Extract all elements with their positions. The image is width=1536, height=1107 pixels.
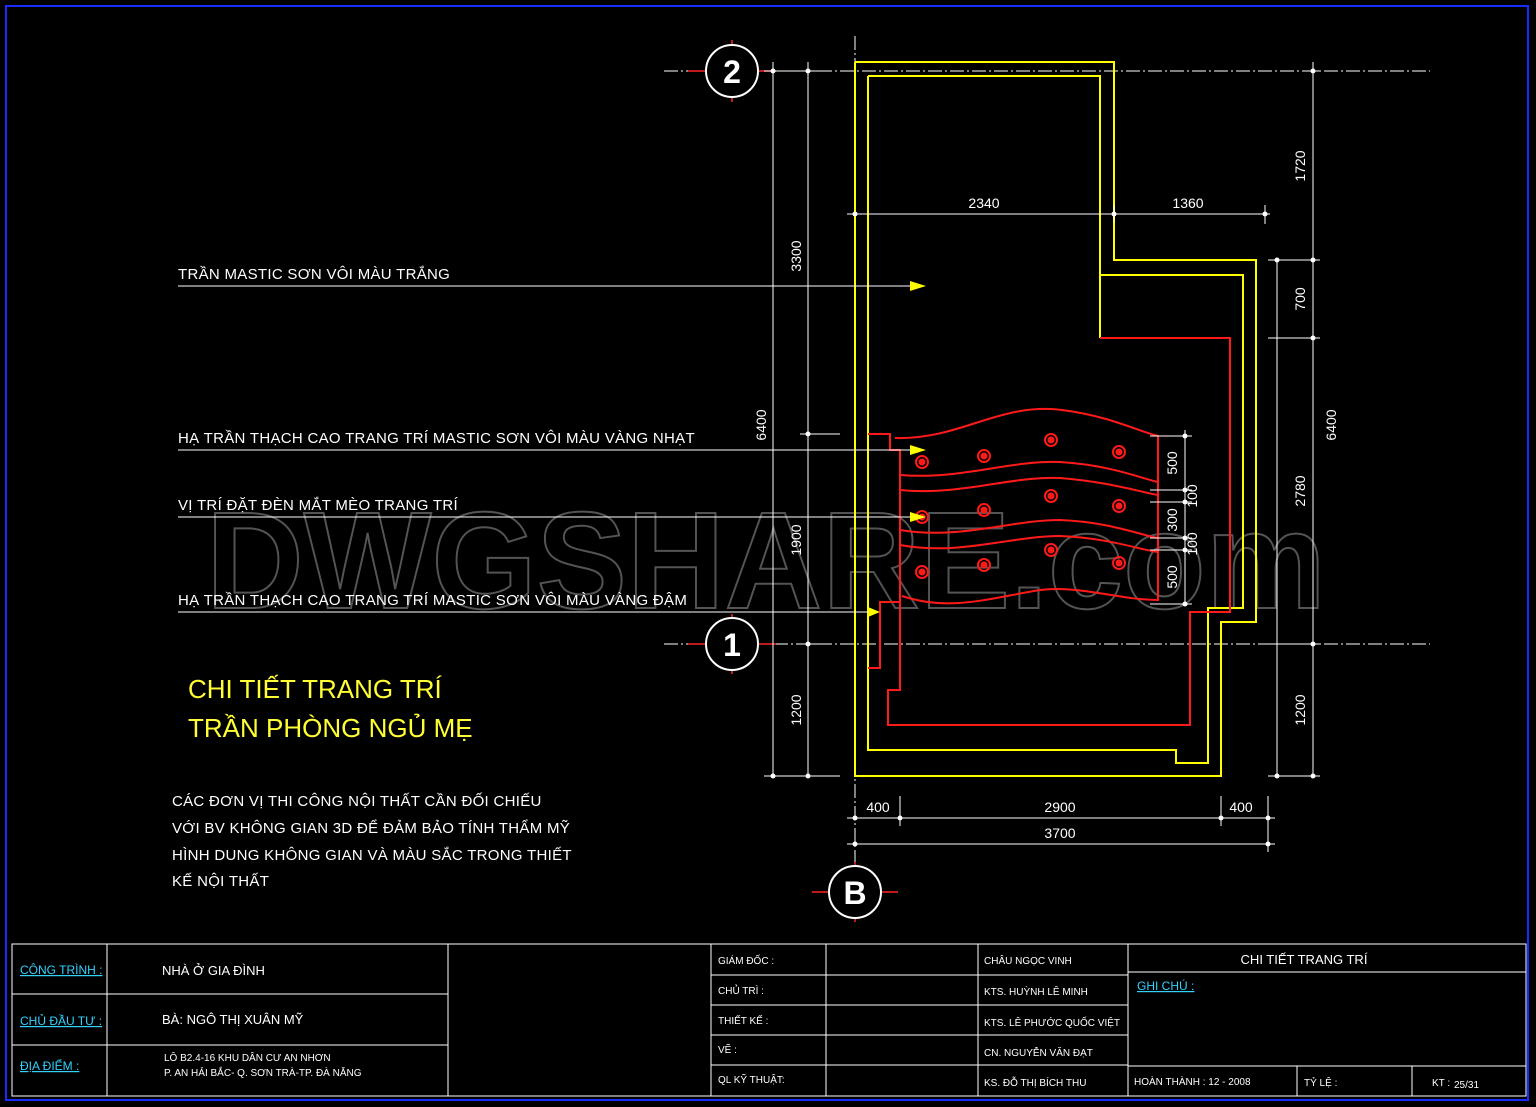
note-line3: HÌNH DUNG KHÔNG GIAN VÀ MÀU SẮC TRONG TH… — [172, 846, 572, 864]
dim-top-2340: 2340 — [968, 195, 999, 211]
dim-detail-100a: 100 — [1184, 484, 1200, 508]
dim-left-6400: 6400 — [753, 409, 769, 440]
axis-bubble-2: 2 — [705, 44, 759, 98]
remark-label: GHI CHÚ : — [1137, 978, 1194, 993]
annotation-leaders — [178, 285, 910, 613]
role-designer: THIẾT KẾ : — [718, 1014, 768, 1027]
room-walls — [854, 61, 1257, 777]
axis-bubble-b: B — [828, 865, 882, 919]
sheet-frame — [5, 5, 1529, 1101]
svg-text:1: 1 — [723, 627, 741, 663]
name-tech-manager: KS. ĐỖ THỊ BÍCH THU — [984, 1076, 1086, 1089]
dim-detail-500b: 500 — [1164, 565, 1180, 589]
sheet-no: 25/31 — [1454, 1080, 1479, 1091]
owner-value: BÀ: NGÔ THỊ XUÂN MỸ — [162, 1012, 304, 1027]
role-tech-manager: QL KỸ THUẬT: — [718, 1073, 785, 1086]
sheet-no-label: KT : — [1432, 1078, 1450, 1089]
name-drafter: CN. NGUYỄN VĂN ĐẠT — [984, 1046, 1093, 1059]
role-drafter: VẼ : — [718, 1043, 737, 1056]
axis-bubble-1: 1 — [705, 617, 759, 671]
dimension-ticks — [770, 68, 1316, 847]
dim-bottom-400a: 400 — [866, 799, 890, 815]
watermark: DWGSHARE.com — [206, 484, 1326, 638]
role-director: GIÁM ĐỐC : — [718, 953, 774, 967]
completion-date: HOÀN THÀNH : 12 - 2008 — [1134, 1075, 1251, 1088]
dim-detail-300: 300 — [1164, 508, 1180, 532]
project-label: CÔNG TRÌNH : — [20, 962, 102, 977]
dim-top-1360: 1360 — [1172, 195, 1203, 211]
dim-left-1200: 1200 — [788, 694, 804, 725]
location-label: ĐỊA ĐIỂM : — [20, 1058, 79, 1073]
downlights — [915, 433, 1126, 579]
dim-right-700: 700 — [1292, 287, 1308, 311]
name-designer: KTS. LÊ PHƯỚC QUỐC VIỆT — [984, 1015, 1120, 1029]
annotation-downlight-position: VỊ TRÍ ĐẶT ĐÈN MẮT MÈO TRANG TRÍ — [178, 496, 458, 514]
drawing-title-line1: CHI TIẾT TRANG TRÍ — [188, 674, 443, 704]
annotation-ceiling-light-yellow: HẠ TRẦN THẠCH CAO TRANG TRÍ MASTIC SƠN V… — [178, 430, 695, 447]
dim-bottom-400b: 400 — [1229, 799, 1253, 815]
annotation-arrows — [868, 281, 926, 617]
grid-axes — [664, 36, 1430, 870]
annotation-ceiling-white: TRẦN MASTIC SƠN VÔI MÀU TRẮNG — [178, 265, 450, 283]
dim-bottom-2900: 2900 — [1044, 799, 1075, 815]
owner-label: CHỦ ĐẦU TƯ : — [20, 1013, 102, 1028]
note-line1: CÁC ĐƠN VỊ THI CÔNG NỘI THẤT CẦN ĐỐI CHI… — [172, 792, 542, 810]
project-value: NHÀ Ở GIA ĐÌNH — [162, 963, 265, 978]
dim-left-3300: 3300 — [788, 240, 804, 271]
note-line4: KẾ NỘI THẤT — [172, 873, 269, 890]
dimension-lines — [764, 62, 1320, 852]
dim-bottom-3700: 3700 — [1044, 825, 1075, 841]
drawing-title-line2: TRẦN PHÒNG NGỦ MẸ — [188, 712, 473, 743]
dim-detail-100b: 100 — [1184, 532, 1200, 556]
dim-detail-500a: 500 — [1164, 451, 1180, 475]
name-director: CHÂU NGỌC VINH — [984, 954, 1072, 967]
scale-label: TỶ LỆ : — [1304, 1076, 1337, 1089]
location-line1: LÔ B2.4-16 KHU DÂN CƯ AN NHƠN — [164, 1051, 331, 1064]
location-line2: P. AN HẢI BẮC- Q. SƠN TRÀ-TP. ĐÀ NẴNG — [164, 1066, 362, 1079]
svg-text:2: 2 — [723, 54, 741, 90]
title-block: CÔNG TRÌNH : NHÀ Ở GIA ĐÌNH CHỦ ĐẦU TƯ :… — [11, 943, 1527, 1097]
sheet-title: CHI TIẾT TRANG TRÍ — [1241, 952, 1368, 967]
role-lead: CHỦ TRÌ : — [718, 984, 764, 997]
dim-right-6400: 6400 — [1323, 409, 1339, 440]
dim-right-2780: 2780 — [1292, 475, 1308, 506]
dim-right-1720: 1720 — [1292, 150, 1308, 181]
note-line2: VỚI BV KHÔNG GIAN 3D ĐỂ ĐẢM BẢO TÍNH THẨ… — [172, 819, 570, 837]
dim-left-1900: 1900 — [788, 524, 804, 555]
dimension-texts: 3300 6400 1900 1200 2340 1360 1720 700 2… — [753, 150, 1339, 841]
axis-markers — [688, 40, 898, 922]
annotation-ceiling-dark-yellow: HẠ TRẦN THẠCH CAO TRANG TRÍ MASTIC SƠN V… — [178, 592, 687, 609]
name-lead: KTS. HUỲNH LÊ MINH — [984, 985, 1088, 998]
dim-right-1200: 1200 — [1292, 694, 1308, 725]
svg-text:B: B — [843, 875, 866, 911]
